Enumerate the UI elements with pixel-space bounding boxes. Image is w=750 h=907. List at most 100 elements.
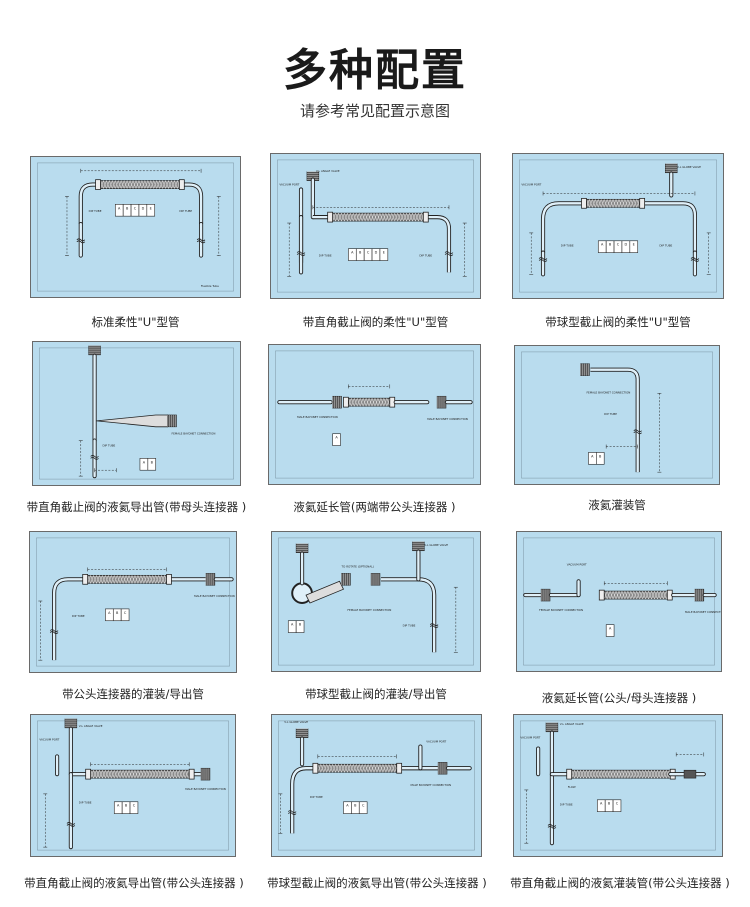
dimension-box-label: B — [609, 243, 612, 247]
pipe-elbow-inner — [52, 578, 206, 661]
dimension-box-label: C — [367, 251, 370, 255]
hose-fitting — [396, 762, 403, 774]
hose-mesh — [90, 770, 94, 779]
hose-mesh — [388, 764, 393, 773]
hose-mesh — [353, 213, 357, 222]
hose-mesh — [317, 764, 322, 773]
hose-mesh — [663, 770, 667, 779]
hose-mesh — [663, 591, 667, 600]
hose-mesh — [100, 180, 104, 189]
diagram-label: V-L GLOBE VALVE — [284, 720, 308, 724]
hose-mesh — [621, 770, 626, 779]
diagram-label: VACUUM PORT — [521, 183, 541, 187]
dimension-box-label: A — [600, 802, 603, 806]
pipe-elbow-inner — [380, 578, 436, 653]
hose-fitting — [95, 179, 101, 190]
hose-mesh — [341, 764, 345, 773]
dimension-box — [605, 624, 615, 637]
hose-mesh — [627, 591, 632, 600]
hose-mesh — [344, 213, 348, 222]
dimension-box — [596, 452, 605, 465]
hose-mesh — [601, 199, 605, 208]
hose-mesh — [368, 398, 373, 407]
hose-mesh — [332, 764, 336, 773]
dimension-box — [120, 608, 130, 622]
hose-mesh — [115, 180, 119, 189]
hose-mesh — [595, 770, 599, 779]
break-mark — [90, 455, 99, 458]
hose-mesh — [146, 575, 150, 584]
dimension-box — [146, 204, 156, 217]
hose-mesh — [380, 398, 385, 407]
hose-mesh — [418, 213, 422, 222]
diagram-caption-9: 液氦延长管(公头/母头连接器 ) — [541, 691, 697, 705]
hose-mesh — [356, 213, 360, 222]
hose-mesh — [630, 591, 635, 600]
hose-mesh — [105, 770, 109, 779]
hose-mesh — [633, 199, 637, 208]
hose-mesh — [603, 591, 608, 600]
break-mark — [690, 257, 700, 260]
connector-knurl — [683, 769, 697, 779]
hose-mesh — [618, 199, 623, 208]
diagram-frame — [37, 162, 234, 292]
hose-mesh — [397, 213, 401, 222]
break-mark — [49, 631, 59, 634]
break-mark — [66, 824, 76, 827]
hose-mesh — [109, 180, 113, 189]
hose-mesh — [383, 398, 388, 407]
hose-mesh — [108, 575, 112, 584]
dimension-box — [295, 620, 305, 633]
hose-mesh — [347, 213, 351, 222]
hose-mesh — [335, 764, 339, 773]
hose-mesh — [99, 770, 103, 779]
diagram-label: DIP TUBE — [102, 444, 115, 448]
break-mark — [690, 259, 700, 262]
diagram-label: V-L GLOBE VALVE — [677, 165, 701, 169]
hose-mesh — [636, 770, 640, 779]
hose-mesh — [344, 764, 348, 773]
hose-mesh — [654, 770, 658, 779]
diagram-caption-5: 液氦延长管(两端带公头连接器 ) — [293, 500, 456, 514]
hose-mesh — [326, 764, 330, 773]
diagram-label: DIP TUBE — [403, 624, 416, 628]
flexible-hose — [90, 769, 190, 779]
hose-mesh — [601, 770, 605, 779]
hose-mesh — [131, 770, 136, 779]
dimension-box-label: A — [351, 251, 354, 255]
hose-mesh — [621, 199, 626, 208]
hose-mesh — [350, 764, 354, 773]
hose-mesh — [116, 770, 121, 779]
hose-mesh — [371, 398, 376, 407]
break-mark — [196, 240, 206, 244]
hose-mesh — [350, 213, 354, 222]
hose-mesh — [161, 575, 165, 584]
hose-mesh — [376, 213, 381, 222]
diagram-8-drawing: TO ROTATE (OPTIONAL)V-L GLOBE VALVEFEMAL… — [278, 537, 474, 666]
hose-mesh — [353, 764, 357, 773]
hose-fitting — [343, 396, 349, 408]
diagram-label: VACUUM PORT — [426, 740, 446, 744]
hose-mesh — [96, 575, 100, 584]
connector-knurl — [694, 588, 705, 602]
hose-mesh — [108, 770, 112, 779]
hose-mesh — [606, 770, 611, 779]
hose-mesh — [621, 591, 626, 600]
hose-mesh — [612, 199, 617, 208]
hose-mesh — [365, 398, 370, 407]
hose-mesh — [642, 770, 646, 779]
hose-mesh — [660, 770, 664, 779]
diagram-label: FLOW — [568, 785, 576, 789]
pipe-elbow-outer — [290, 766, 439, 834]
hose-mesh — [93, 575, 97, 584]
hose-fitting — [85, 768, 91, 780]
connector-knurl — [370, 573, 381, 586]
diagram-caption-1: 标准柔性"U"型管 — [91, 315, 180, 329]
diagram-frame — [519, 159, 717, 293]
hose-mesh — [162, 180, 166, 189]
break-mark — [296, 253, 306, 256]
hose-fitting — [422, 211, 429, 223]
hose-fitting — [312, 762, 319, 774]
dimension-box — [629, 240, 639, 253]
